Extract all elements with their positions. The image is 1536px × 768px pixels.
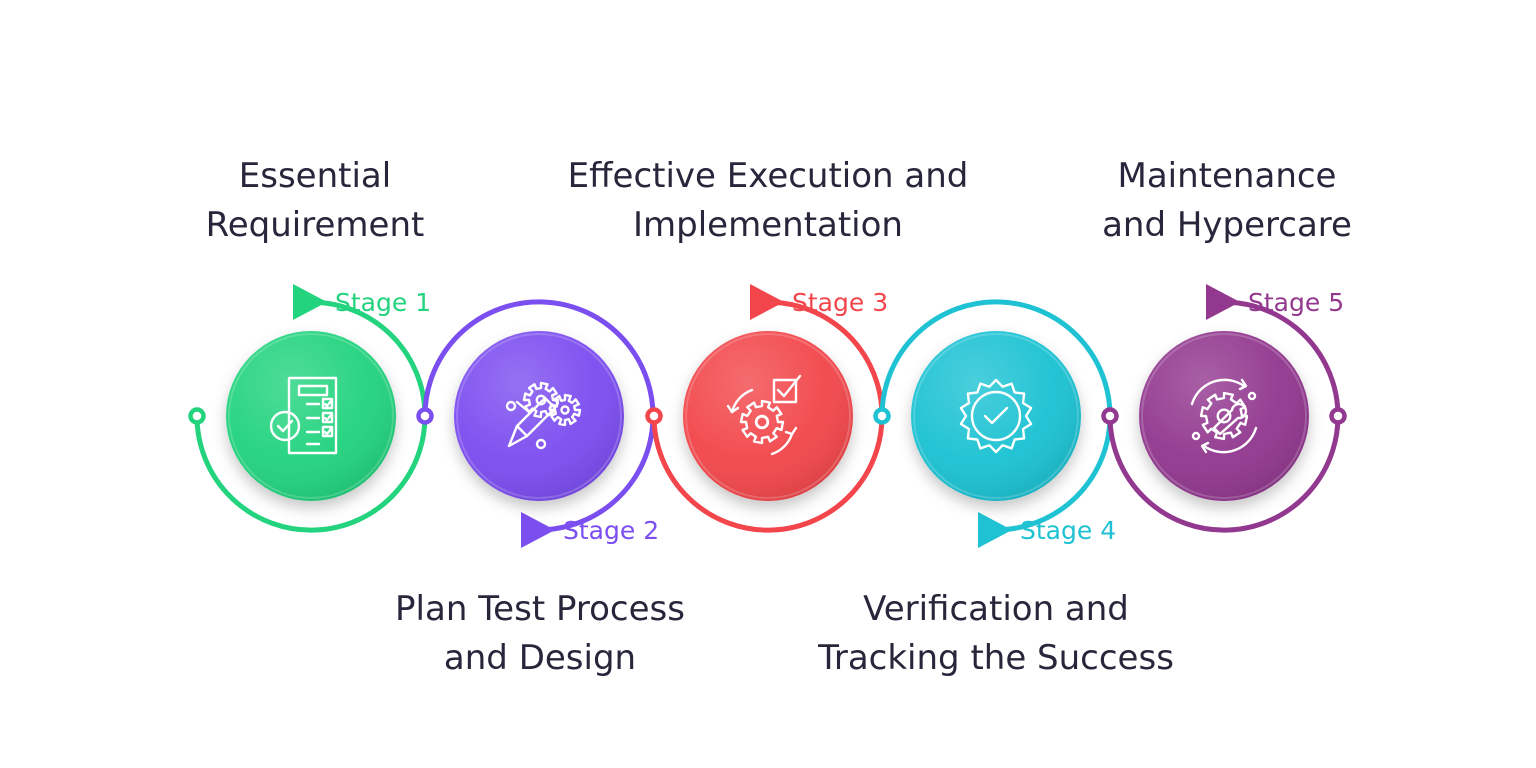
stage-circle-shine — [911, 331, 1081, 501]
stage-title-line: Maintenance — [1117, 156, 1337, 196]
stage-title-line: and Design — [443, 638, 637, 678]
arrow-head-icon — [293, 284, 327, 320]
stage-circle-shine — [683, 331, 853, 501]
stage-title: Plan Test Process and Design — [395, 585, 685, 683]
stage-label: Stage 2 — [563, 516, 659, 545]
stage-circle-shine — [1139, 331, 1309, 501]
connector-node — [645, 407, 663, 425]
stage-label: Stage 5 — [1248, 288, 1344, 317]
stage-label: Stage 1 — [335, 288, 431, 317]
stage-title-line: Tracking the Success — [818, 638, 1174, 678]
stage-title: Maintenance and Hypercare — [1102, 152, 1352, 250]
stage-flow-arc — [194, 299, 428, 533]
connector-node — [873, 407, 891, 425]
stage-title-line: Requirement — [205, 205, 425, 245]
stage-title-line: Essential — [238, 156, 392, 196]
stage-flow-arc — [422, 299, 656, 533]
checklist-document-icon — [269, 376, 338, 455]
connector-node — [1101, 407, 1119, 425]
stage-flow-arc — [879, 299, 1113, 533]
gears-pencil-icon — [505, 381, 582, 450]
stage-title-line: Verification and — [863, 589, 1129, 629]
arrow-head-icon — [521, 512, 555, 548]
connector-node — [1329, 407, 1347, 425]
stage-title-line: Plan Test Process — [395, 589, 685, 629]
stage-flow-arc — [651, 299, 885, 533]
wrench-gear-cycle-icon — [1190, 378, 1258, 454]
gear-checkbox-cycle-icon — [726, 374, 802, 456]
verified-badge-icon — [959, 378, 1033, 454]
connector-node — [416, 407, 434, 425]
arrow-head-icon — [1206, 284, 1240, 320]
stage-title-line: Effective Execution and — [567, 156, 969, 196]
stage-title-line: Implementation — [633, 205, 903, 245]
stage-title-line: and Hypercare — [1102, 205, 1352, 245]
arrow-head-icon — [978, 512, 1012, 548]
connector-node — [188, 407, 206, 425]
stage-title: Essential Requirement — [206, 152, 425, 250]
stage-flow-arc — [1107, 299, 1341, 533]
stage-circle-shine — [226, 331, 396, 501]
stage-label: Stage 4 — [1020, 516, 1116, 545]
stage-label: Stage 3 — [792, 288, 888, 317]
stage-title: Verification and Tracking the Success — [818, 585, 1174, 683]
arrow-head-icon — [750, 284, 784, 320]
stage-title: Effective Execution and Implementation — [568, 152, 969, 250]
